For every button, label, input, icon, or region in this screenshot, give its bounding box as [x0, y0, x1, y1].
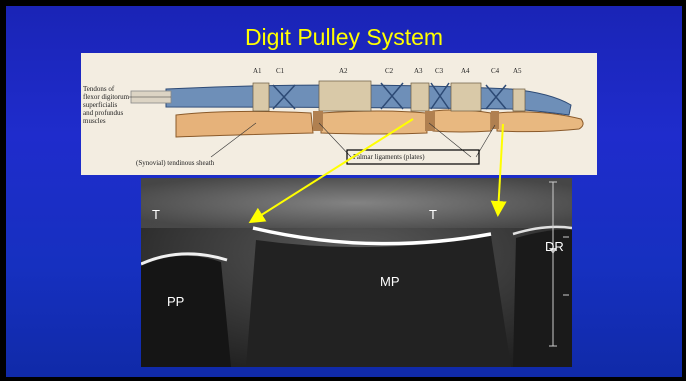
tendons-label-line: muscles [83, 117, 129, 125]
pulley-label-a4: A4 [461, 67, 470, 75]
slide-title: Digit Pulley System [6, 24, 682, 51]
pulley-label-c4: C4 [491, 67, 499, 75]
pulley-label-a2: A2 [339, 67, 348, 75]
middle-phalanx-label: MP [380, 274, 400, 289]
tendons-label: Tendons of flexor digitorum superficiali… [83, 85, 129, 125]
depth-range-label: DR [545, 239, 564, 254]
tendon-label-right: T [429, 207, 437, 222]
tendon-label-left: T [152, 207, 160, 222]
proximal-phalanx-label: PP [167, 294, 184, 309]
ultrasound-drawing [141, 178, 572, 367]
anatomy-illustration: Tendons of flexor digitorum superficiali… [81, 53, 597, 175]
pulley-label-c2: C2 [385, 67, 393, 75]
tendons-label-line: flexor digitorum [83, 93, 129, 101]
palmar-ligaments-label: Palmar ligaments (plates) [353, 153, 425, 161]
tendons-label-line: and profundus [83, 109, 129, 117]
pulley-label-a1: A1 [253, 67, 262, 75]
pulley-label-c3: C3 [435, 67, 443, 75]
tendons-label-line: superficialis [83, 101, 129, 109]
pulley-label-a3: A3 [414, 67, 423, 75]
ultrasound-image: T T PP MP DR [141, 178, 572, 367]
sheath-label: (Synovial) tendinous sheath [136, 159, 214, 167]
tendons-label-line: Tendons of [83, 85, 129, 93]
pulley-label-a5: A5 [513, 67, 522, 75]
pulley-label-c1: C1 [276, 67, 284, 75]
